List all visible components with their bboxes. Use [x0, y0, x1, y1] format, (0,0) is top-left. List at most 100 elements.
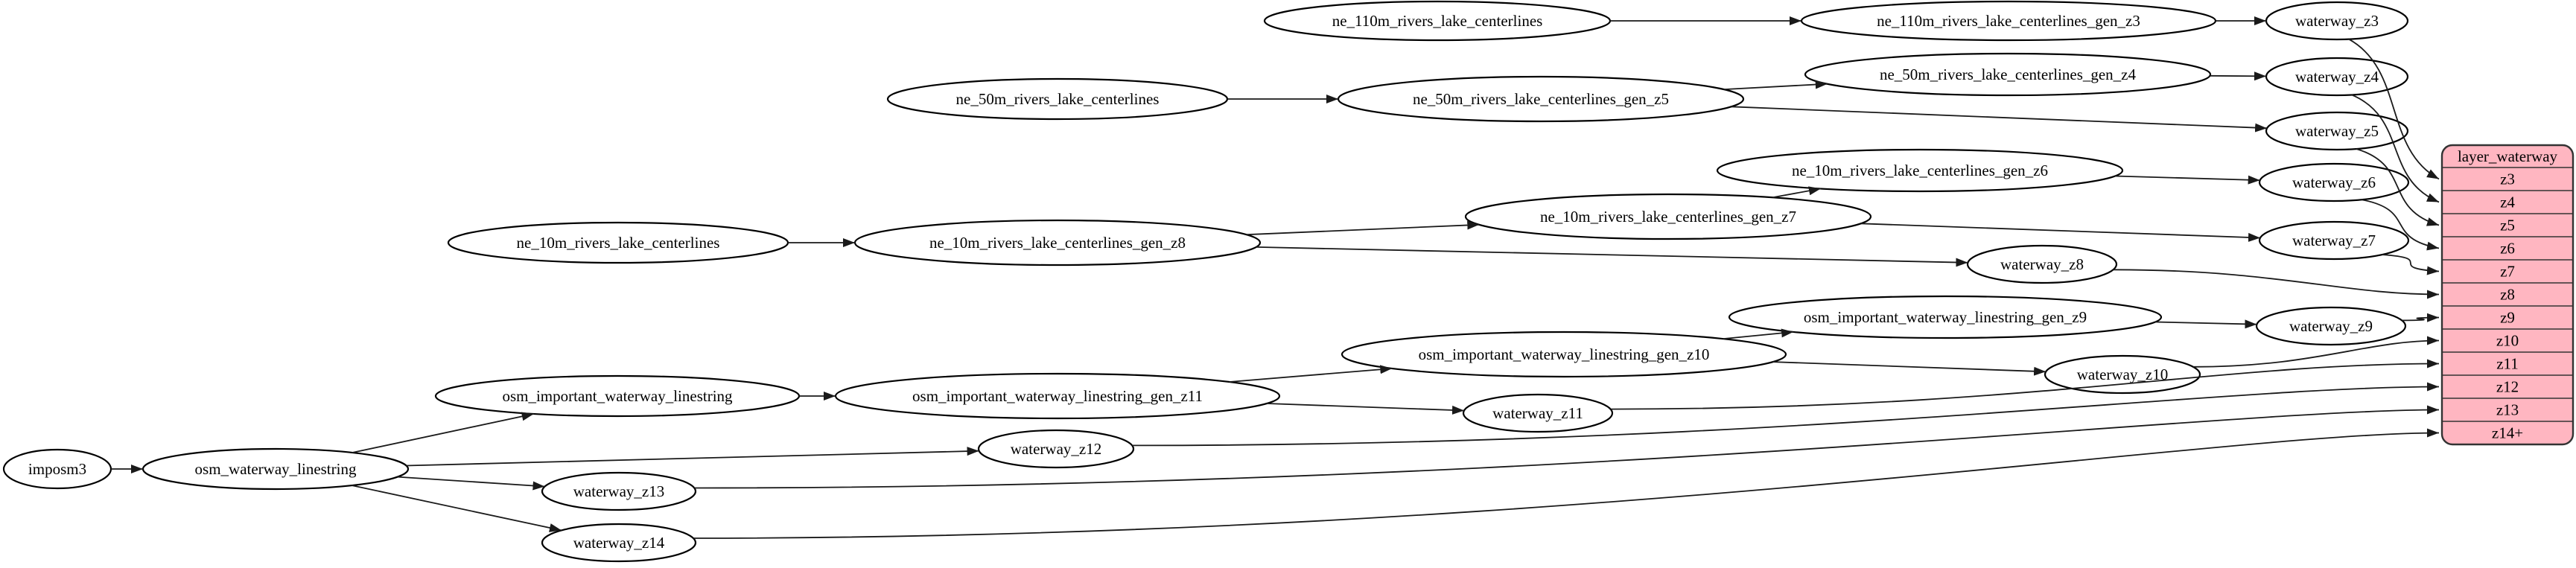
layer-waterway-row-z12: z12	[2496, 377, 2519, 395]
layer-waterway-row-z11: z11	[2496, 354, 2519, 372]
waterway_z14-label: waterway_z14	[573, 534, 665, 552]
node-waterway_z10: waterway_z10	[2044, 354, 2201, 395]
node-waterway_z9: waterway_z9	[2255, 306, 2407, 346]
ne_50m_rivers_lake_centerlines-label: ne_50m_rivers_lake_centerlines	[956, 90, 1160, 108]
edge-osm_waterway_linestring-to-waterway_z13	[397, 476, 545, 491]
layer-waterway-row-z10: z10	[2496, 331, 2519, 349]
edge-waterway_z3-to-layer_waterway-z3	[2348, 38, 2440, 180]
node-waterway_z13: waterway_z13	[541, 471, 697, 511]
node-osm_important_waterway_linestring_gen_z9: osm_important_waterway_linestring_gen_z9	[1728, 295, 2163, 339]
waterway_z13-ellipse	[541, 471, 697, 511]
layer-waterway-table-body	[2440, 144, 2575, 446]
node-waterway_z3: waterway_z3	[2265, 1, 2409, 41]
imposm3-label: imposm3	[28, 460, 86, 478]
edge-waterway_z6-to-layer_waterway-z6	[2361, 199, 2440, 251]
layer-waterway-table: layer_waterway z3 z4 z5 z6 z7 z8 z9 z10 z11 z12 z13…	[2440, 144, 2575, 446]
edge-osm_important_waterway_linestring_gen_z10-to-waterway_z10	[1772, 361, 2047, 376]
waterway_z10-label: waterway_z10	[2077, 366, 2168, 383]
osm_waterway_linestring-label: osm_waterway_linestring	[195, 460, 357, 478]
waterway_z4-ellipse	[2265, 57, 2409, 97]
layer-waterway-row-z8: z8	[2500, 285, 2515, 303]
edge-ne_50m_rivers_lake_centerlines_gen_z5-to-waterway_z5	[1731, 106, 2268, 133]
layer-waterway-row-z14+: z14+	[2492, 424, 2523, 441]
edge-ne_50m_rivers_lake_centerlines_gen_z5-to-ne_50m_rivers_lake_centerlines_gen_z4	[1723, 80, 1828, 90]
node-waterway_z7: waterway_z7	[2258, 220, 2410, 261]
node-waterway_z6: waterway_z6	[2258, 162, 2410, 202]
edge-waterway_z13-to-layer_waterway-z13	[694, 405, 2440, 489]
waterway_z5-label: waterway_z5	[2295, 122, 2379, 140]
ne_50m_rivers_lake_centerlines_gen_z4-ellipse	[1804, 52, 2212, 97]
waterway_z12-label: waterway_z12	[1011, 440, 1101, 458]
ne_10m_rivers_lake_centerlines-label: ne_10m_rivers_lake_centerlines	[517, 234, 720, 252]
edge-ne_10m_rivers_lake_centerlines_gen_z8-to-waterway_z8	[1256, 246, 1968, 267]
waterway_z9-label: waterway_z9	[2289, 317, 2373, 335]
layer-waterway-row-z3: z3	[2500, 170, 2515, 188]
node-ne_110m_rivers_lake_centerlines_gen_z3: ne_110m_rivers_lake_centerlines_gen_z3	[1800, 0, 2217, 42]
edge-osm_waterway_linestring-to-waterway_z14	[352, 485, 562, 532]
node-waterway_z11: waterway_z11	[1462, 393, 1614, 433]
edge-waterway_z11-to-layer_waterway-z11	[1610, 359, 2440, 410]
layer-waterway-row-z5: z5	[2500, 216, 2515, 234]
node-ne_50m_rivers_lake_centerlines_gen_z5: ne_50m_rivers_lake_centerlines_gen_z5	[1337, 75, 1745, 123]
node-osm_important_waterway_linestring_gen_z10: osm_important_waterway_linestring_gen_z1…	[1341, 331, 1787, 378]
node-ne_10m_rivers_lake_centerlines: ne_10m_rivers_lake_centerlines	[447, 221, 789, 264]
ne_110m_rivers_lake_centerlines-label: ne_110m_rivers_lake_centerlines	[1332, 12, 1543, 30]
osm_important_waterway_linestring-label: osm_important_waterway_linestring	[502, 387, 733, 405]
osm_important_waterway_linestring_gen_z9-label: osm_important_waterway_linestring_gen_z9	[1804, 308, 2087, 326]
node-ne_10m_rivers_lake_centerlines_gen_z8: ne_10m_rivers_lake_centerlines_gen_z8	[853, 219, 1262, 267]
edge-osm_important_waterway_linestring_gen_z11-to-waterway_z11	[1266, 403, 1465, 415]
edge-waterway_z10-to-layer_waterway-z10	[2192, 336, 2440, 368]
waterway_z6-label: waterway_z6	[2292, 173, 2376, 191]
node-ne_10m_rivers_lake_centerlines_gen_z7: ne_10m_rivers_lake_centerlines_gen_z7	[1464, 193, 1872, 240]
edge-ne_10m_rivers_lake_centerlines_gen_z8-to-ne_10m_rivers_lake_centerlines_gen_z7	[1246, 220, 1480, 236]
edge-ne_10m_rivers_lake_centerlines_gen_z7-to-ne_10m_rivers_lake_centerlines_gen_z6	[1772, 186, 1822, 199]
layer-waterway-row-z4: z4	[2500, 193, 2515, 211]
node-osm_important_waterway_linestring: osm_important_waterway_linestring	[434, 374, 801, 418]
edge-osm_waterway_linestring-to-osm_important_waterway_linestring	[352, 412, 534, 453]
ne_10m_rivers_lake_centerlines_gen_z6-ellipse	[1716, 148, 2124, 193]
osm_important_waterway_linestring_gen_z11-label: osm_important_waterway_linestring_gen_z1…	[912, 387, 1203, 405]
edge-osm_important_waterway_linestring_gen_z10-to-osm_important_waterway_linestring_gen_z9	[1723, 328, 1794, 339]
osm_important_waterway_linestring_gen_z9-ellipse	[1728, 295, 2163, 339]
ne_50m_rivers_lake_centerlines_gen_z5-label: ne_50m_rivers_lake_centerlines_gen_z5	[1413, 90, 1669, 108]
edge-waterway_z8-to-layer_waterway-z8	[2113, 269, 2440, 299]
node-osm_important_waterway_linestring_gen_z11: osm_important_waterway_linestring_gen_z1…	[834, 372, 1281, 420]
layer-waterway-row-z13: z13	[2496, 401, 2519, 418]
ne_50m_rivers_lake_centerlines_gen_z4-label: ne_50m_rivers_lake_centerlines_gen_z4	[1880, 66, 2137, 83]
waterway_z14-ellipse	[541, 523, 697, 563]
edge-waterway_z4-to-layer_waterway-z4	[2351, 94, 2440, 203]
node-waterway_z4: waterway_z4	[2265, 57, 2409, 97]
edge-osm_important_waterway_linestring_gen_z11-to-osm_important_waterway_linestring_gen_z10	[1229, 365, 1393, 383]
waterway_z3-label: waterway_z3	[2295, 12, 2379, 30]
node-waterway_z14: waterway_z14	[541, 523, 697, 563]
node-ne_110m_rivers_lake_centerlines: ne_110m_rivers_lake_centerlines	[1263, 0, 1612, 42]
layer-waterway-row-z7: z7	[2500, 262, 2515, 280]
node-waterway_z8: waterway_z8	[1966, 244, 2118, 284]
node-waterway_z5: waterway_z5	[2265, 111, 2409, 151]
edge-waterway_z9-to-layer_waterway-z9	[2402, 313, 2440, 322]
edge-waterway_z12-to-layer_waterway-z12	[1132, 382, 2440, 447]
edge-osm_waterway_linestring-to-waterway_z12	[406, 447, 979, 467]
node-ne_10m_rivers_lake_centerlines_gen_z6: ne_10m_rivers_lake_centerlines_gen_z6	[1716, 148, 2124, 193]
osm_important_waterway_linestring_gen_z10-label: osm_important_waterway_linestring_gen_z1…	[1419, 345, 1710, 363]
edge-ne_50m_rivers_lake_centerlines_gen_z4-to-waterway_z4	[2210, 71, 2267, 81]
edge-waterway_z5-to-layer_waterway-z5	[2356, 148, 2440, 226]
layer-waterway-row-z6: z6	[2500, 239, 2515, 257]
waterway_z7-label: waterway_z7	[2292, 232, 2376, 249]
node-ne_50m_rivers_lake_centerlines: ne_50m_rivers_lake_centerlines	[886, 77, 1229, 121]
osm_important_waterway_linestring_gen_z10-ellipse	[1341, 331, 1787, 378]
waterway_z8-label: waterway_z8	[2000, 255, 2084, 273]
ne_110m_rivers_lake_centerlines_gen_z3-label: ne_110m_rivers_lake_centerlines_gen_z3	[1877, 12, 2140, 30]
ne_10m_rivers_lake_centerlines_gen_z7-label: ne_10m_rivers_lake_centerlines_gen_z7	[1540, 208, 1796, 226]
ne_10m_rivers_lake_centerlines_gen_z8-label: ne_10m_rivers_lake_centerlines_gen_z8	[929, 234, 1186, 252]
edge-osm_important_waterway_linestring_gen_z9-to-waterway_z9	[2154, 319, 2257, 329]
waterway_z11-label: waterway_z11	[1492, 404, 1583, 422]
ne_10m_rivers_lake_centerlines_gen_z6-label: ne_10m_rivers_lake_centerlines_gen_z6	[1792, 162, 2048, 179]
waterway_z4-label: waterway_z4	[2295, 68, 2379, 86]
layer-waterway-row-z9: z9	[2500, 308, 2515, 326]
ne_10m_rivers_lake_centerlines_gen_z7-ellipse	[1464, 193, 1872, 240]
layer-waterway-table-title: layer_waterway	[2458, 147, 2558, 165]
node-waterway_z12: waterway_z12	[977, 429, 1135, 469]
